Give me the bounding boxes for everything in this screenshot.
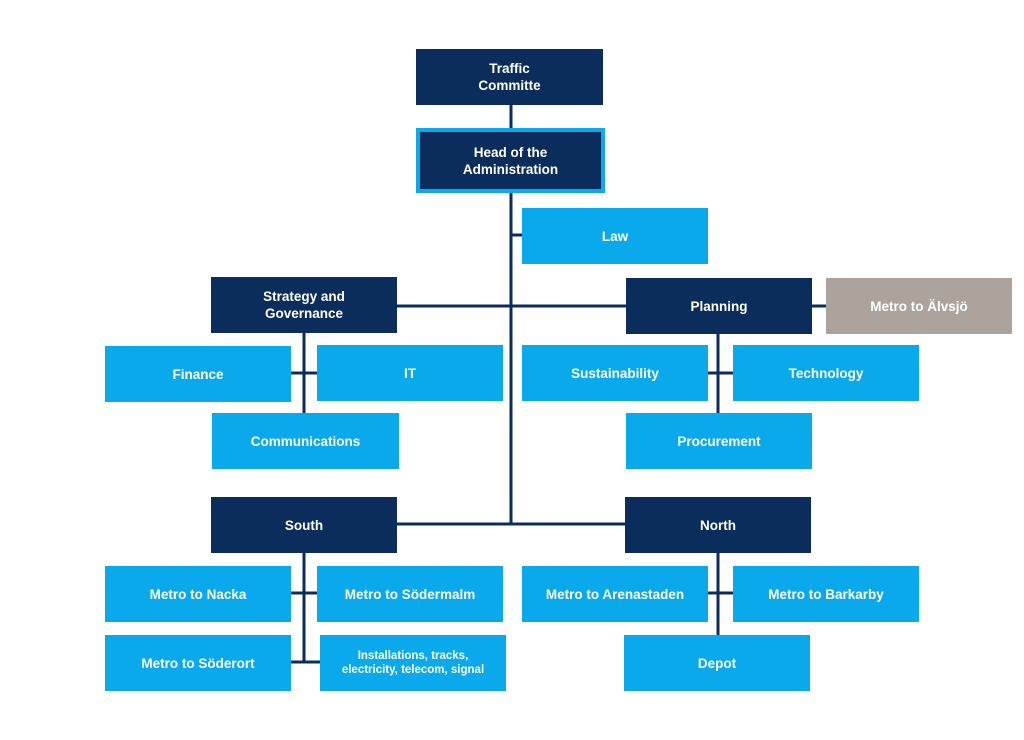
law-box: Law xyxy=(522,208,708,264)
metro-to-nacka-box: Metro to Nacka xyxy=(105,566,291,622)
north-box: North xyxy=(625,497,811,553)
traffic-committee-box: Traffic Committe xyxy=(416,49,603,105)
it-box: IT xyxy=(317,345,503,401)
metro-to-alvsjo-box: Metro to Älvsjö xyxy=(826,278,1012,334)
technology-box: Technology xyxy=(733,345,919,401)
procurement-box: Procurement xyxy=(626,413,812,469)
finance-box: Finance xyxy=(105,346,291,402)
south-box: South xyxy=(211,497,397,553)
depot-box: Depot xyxy=(624,635,810,691)
metro-to-soderort-box: Metro to Söderort xyxy=(105,635,291,691)
sustainability-box: Sustainability xyxy=(522,345,708,401)
planning-box: Planning xyxy=(626,278,812,334)
metro-to-sodermalm-box: Metro to Södermalm xyxy=(317,566,503,622)
metro-to-barkarby-box: Metro to Barkarby xyxy=(733,566,919,622)
strategy-governance-box: Strategy and Governance xyxy=(211,277,397,333)
metro-to-arenastaden-box: Metro to Arenastaden xyxy=(522,566,708,622)
head-of-administration-box: Head of the Administration xyxy=(416,128,605,193)
communications-box: Communications xyxy=(212,413,399,469)
installations-box: Installations, tracks, electricity, tele… xyxy=(320,635,506,691)
